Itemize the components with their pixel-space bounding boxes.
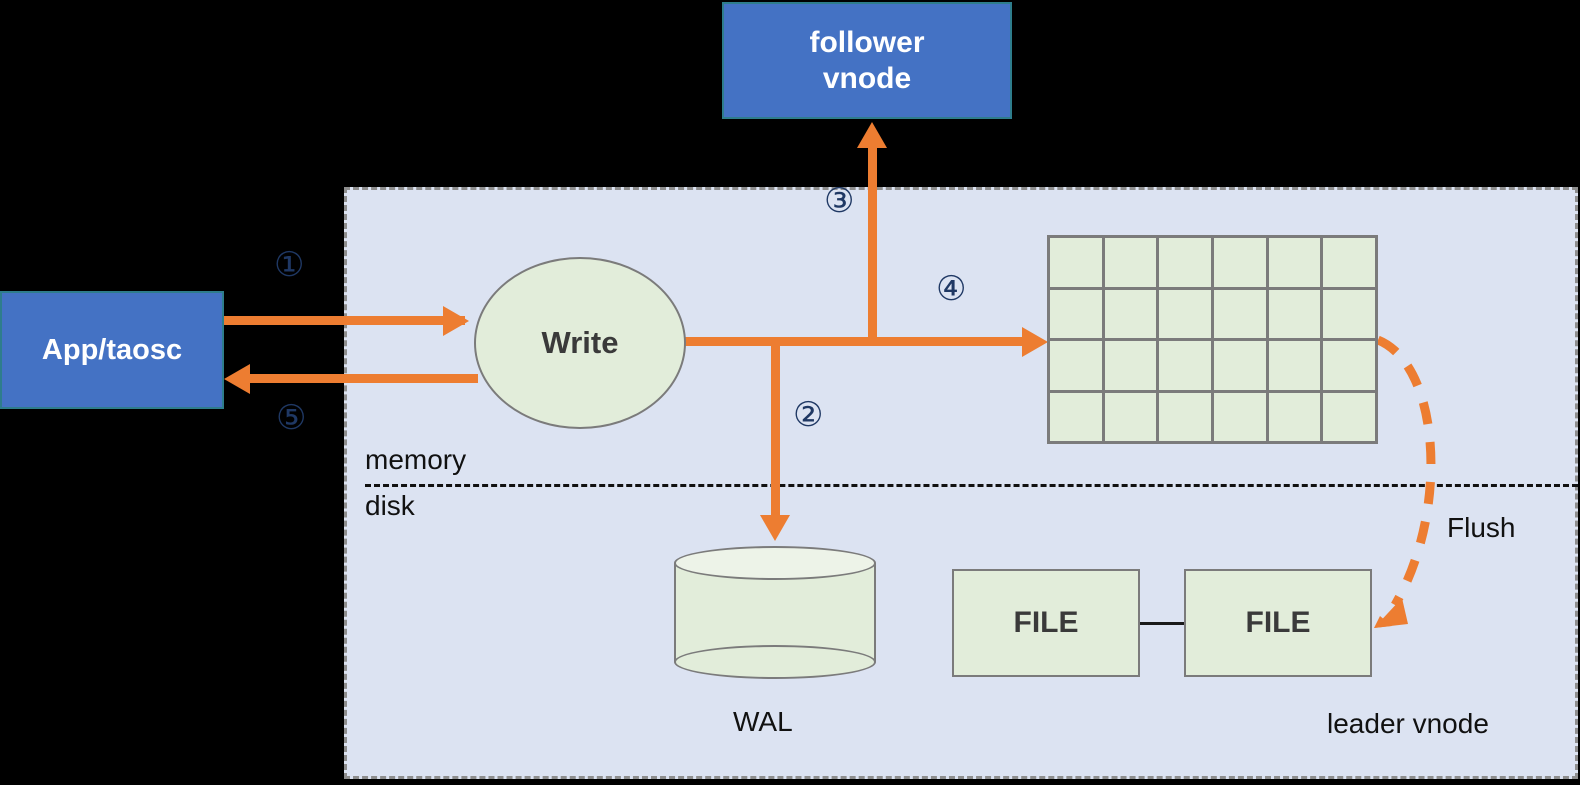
follower-vnode-label-line1: follower [809, 26, 925, 60]
disk-label: disk [365, 490, 415, 521]
grid-cell [1050, 341, 1102, 390]
edge-trunk-to-follower-line [868, 148, 877, 342]
grid-cell [1268, 238, 1321, 287]
edge-write-to-grid-line [680, 337, 1032, 346]
write-node[interactable]: Write [474, 257, 686, 429]
wal-cylinder[interactable] [674, 546, 876, 679]
grid-cell [1050, 238, 1102, 287]
grid-cell [1159, 289, 1211, 338]
grid-cell [1214, 289, 1266, 338]
grid-cell [1104, 238, 1157, 287]
memory-table-grid[interactable] [1047, 235, 1378, 444]
edge-write-to-app-line [250, 374, 478, 383]
wal-label: WAL [733, 706, 793, 737]
step-number-5: ⑤ [276, 399, 307, 437]
edge-trunk-to-wal-arrowhead [760, 515, 790, 541]
edge-trunk-to-wal-line [771, 337, 780, 515]
edge-flush-curve [1374, 335, 1436, 628]
app-taosc-label: App/taosc [41, 333, 183, 366]
write-label: Write [541, 325, 619, 360]
step-number-1: ① [274, 246, 305, 284]
grid-cell [1214, 238, 1266, 287]
follower-vnode-label: follower vnode [809, 25, 924, 96]
grid-cell [1050, 392, 1102, 441]
flush-label: Flush [1447, 512, 1516, 543]
grid-cell [1104, 289, 1157, 338]
grid-cell [1159, 392, 1211, 441]
file-box-1[interactable]: FILE [952, 569, 1140, 677]
grid-cell [1104, 392, 1157, 441]
step-number-2: ② [793, 396, 824, 434]
grid-cell [1050, 289, 1102, 338]
edge-write-to-app-arrowhead [224, 364, 250, 394]
grid-cell [1268, 341, 1321, 390]
follower-vnode-box[interactable]: follower vnode [722, 2, 1012, 119]
grid-cell [1323, 392, 1375, 441]
edge-app-to-write-arrowhead [443, 306, 469, 336]
edge-trunk-to-follower-arrowhead [857, 122, 887, 148]
cylinder-top-ellipse [674, 546, 876, 580]
edge-write-to-grid-arrowhead [1022, 327, 1048, 357]
file-box-2-label: FILE [1245, 606, 1311, 639]
grid-cell [1323, 341, 1375, 390]
grid-cell [1214, 341, 1266, 390]
grid-cell [1323, 289, 1375, 338]
grid-cell [1323, 238, 1375, 287]
step-number-4: ④ [936, 270, 967, 308]
follower-vnode-label-line2: vnode [822, 61, 912, 95]
memory-disk-divider [365, 484, 1578, 487]
file-connector-line [1140, 622, 1184, 625]
grid-cell [1159, 341, 1211, 390]
step-number-3: ③ [824, 182, 855, 220]
grid-cell [1104, 341, 1157, 390]
grid-cell [1268, 289, 1321, 338]
grid-cell [1268, 392, 1321, 441]
leader-vnode-label: leader vnode [1327, 708, 1489, 739]
app-taosc-box[interactable]: App/taosc [0, 291, 224, 409]
memory-label: memory [365, 444, 467, 475]
grid-cell [1214, 392, 1266, 441]
file-box-1-label: FILE [1013, 606, 1079, 639]
cylinder-bottom-ellipse [674, 645, 876, 679]
file-box-2[interactable]: FILE [1184, 569, 1372, 677]
edge-app-to-write-line [224, 316, 465, 325]
grid-cell [1159, 238, 1211, 287]
